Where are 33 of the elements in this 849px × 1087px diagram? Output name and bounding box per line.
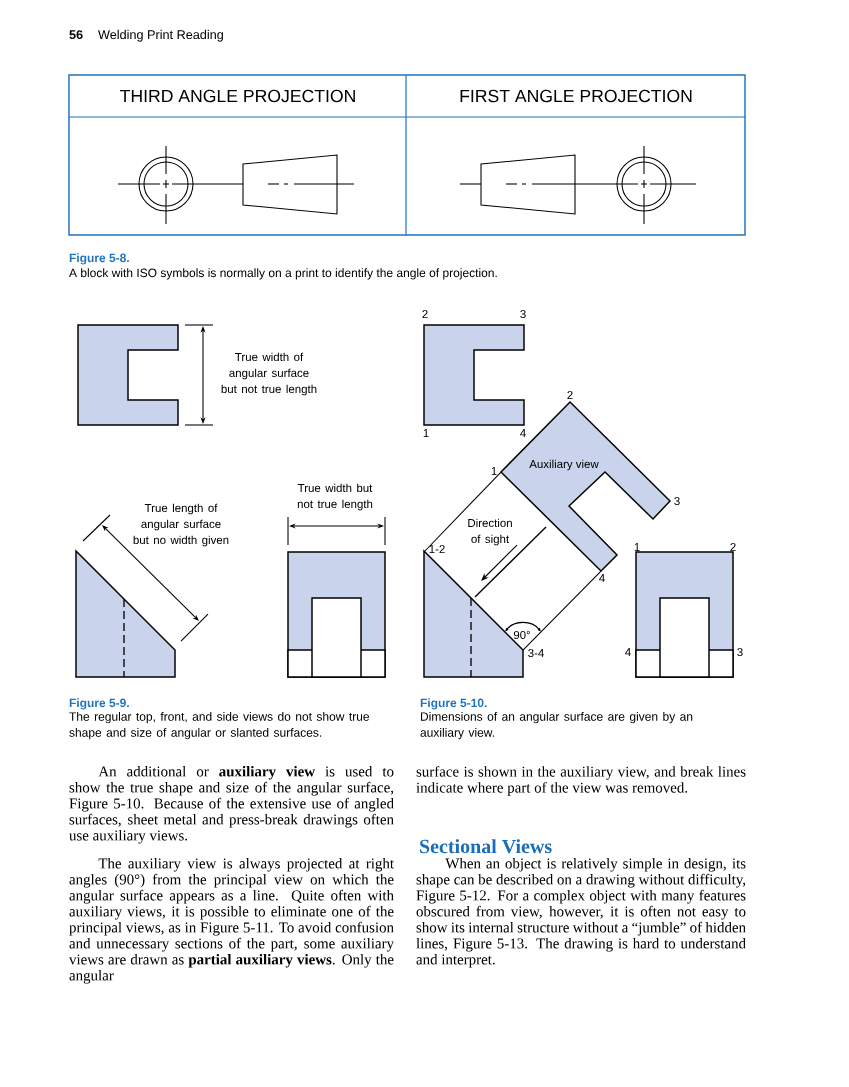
annotation: True length of angular surface but no width given — [133, 503, 229, 547]
point-number: 3 — [737, 648, 743, 657]
point-number: 2 — [567, 391, 573, 399]
section-heading: Sectional Views — [420, 839, 552, 854]
figure-caption: The regular top, front, and side views do not show true shape and size of angular or slanted surfaces. — [69, 712, 370, 740]
point-number: 1 — [634, 543, 640, 551]
point-number: 4 — [599, 574, 605, 582]
point-number: 2 — [730, 543, 736, 551]
point-number: 1-2 — [429, 545, 445, 553]
point-number: 1 — [491, 467, 497, 475]
column-header: THIRD ANGLE PROJECTION — [120, 89, 355, 103]
point-number: 3 — [520, 310, 526, 319]
figure-number: Figure 5-8. — [69, 253, 129, 265]
body-paragraph: An additional or auxiliary view is used to show the true shape and size of the angular surface, Figure 5-10. Because of the extensive use of angled surfaces, sheet metal and press-break drawings often use auxiliary views. — [69, 766, 394, 844]
page-number: 56 — [69, 30, 83, 40]
body-paragraph: surface is shown in the auxiliary view, and break lines indicate where part of the view was removed. — [416, 766, 746, 796]
point-number: 4 — [625, 648, 631, 656]
point-number: 3-4 — [528, 649, 544, 658]
point-number: 2 — [422, 310, 428, 318]
figure-caption: A block with ISO symbols is normally on a print to identify the angle of projection. — [69, 268, 497, 280]
annotation: True width but not true length — [297, 483, 373, 511]
angle-label: 90° — [513, 631, 530, 640]
figure-number: Figure 5-10. — [420, 698, 487, 710]
annotation: True width of angular surface but not true length — [221, 352, 317, 396]
body-paragraph: When an object is relatively simple in design, its shape can be described on a drawing without difficulty, Figure 5-12. For a complex object with many features obscured from view, however, it is often not easy to show its internal structure without a “jumble” of hidden lines, Figure 5-13. The drawing is hard to understand and interpret. — [416, 858, 746, 968]
figure-caption: Dimensions of an angular surface are given by an auxiliary view. — [420, 712, 693, 740]
point-number: 1 — [423, 429, 429, 437]
body-paragraph: The auxiliary view is always projected at right angles (90°) from the principal view on which the angular surface appears as a line. Quite often with auxiliary views, it is possible to eliminate one of the principal views, as in Figure 5-11. To avoid confusion and unnecessary sections of the part, some auxiliary views are drawn as partial auxiliary views. Only the angular — [69, 858, 394, 984]
figure-number: Figure 5-9. — [69, 698, 129, 710]
point-number: 4 — [520, 429, 526, 437]
column-header: FIRST ANGLE PROJECTION — [460, 89, 692, 103]
running-head: Welding Print Reading — [98, 29, 223, 42]
point-number: 3 — [674, 497, 680, 506]
